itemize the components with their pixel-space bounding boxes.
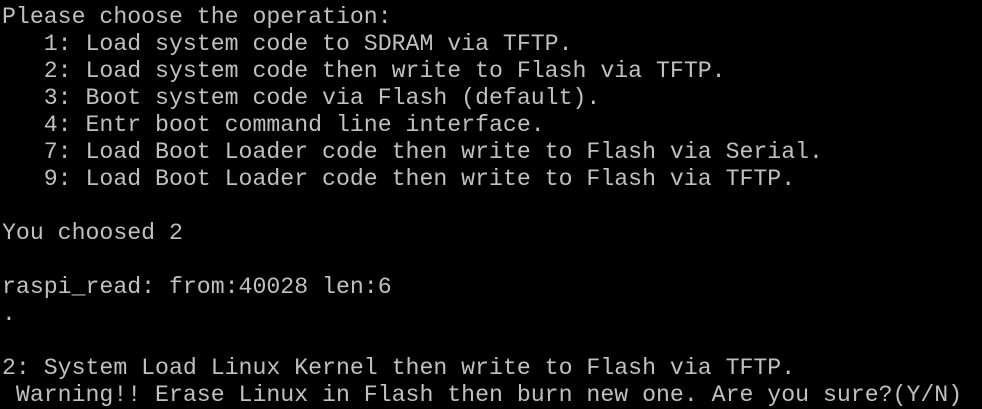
prompt-header: Please choose the operation: [2, 4, 392, 30]
menu-option-4: 4: Entr boot command line interface. [2, 112, 545, 138]
blank-line [2, 247, 982, 274]
choice-line: You choosed 2 [2, 220, 183, 246]
blank-line [2, 193, 982, 220]
operation-line: 2: System Load Linux Kernel then write t… [2, 355, 796, 381]
warning-prompt[interactable]: Warning!! Erase Linux in Flash then burn… [2, 382, 963, 408]
menu-option-2: 2: Load system code then write to Flash … [2, 58, 726, 84]
menu-option-9: 9: Load Boot Loader code then write to F… [2, 166, 796, 192]
progress-dot: . [2, 301, 16, 327]
menu-option-1: 1: Load system code to SDRAM via TFTP. [2, 31, 573, 57]
menu-option-3: 3: Boot system code via Flash (default). [2, 85, 601, 111]
blank-line [2, 328, 982, 355]
menu-option-7: 7: Load Boot Loader code then write to F… [2, 139, 823, 165]
raspi-read-line: raspi_read: from:40028 len:6 [2, 274, 392, 300]
